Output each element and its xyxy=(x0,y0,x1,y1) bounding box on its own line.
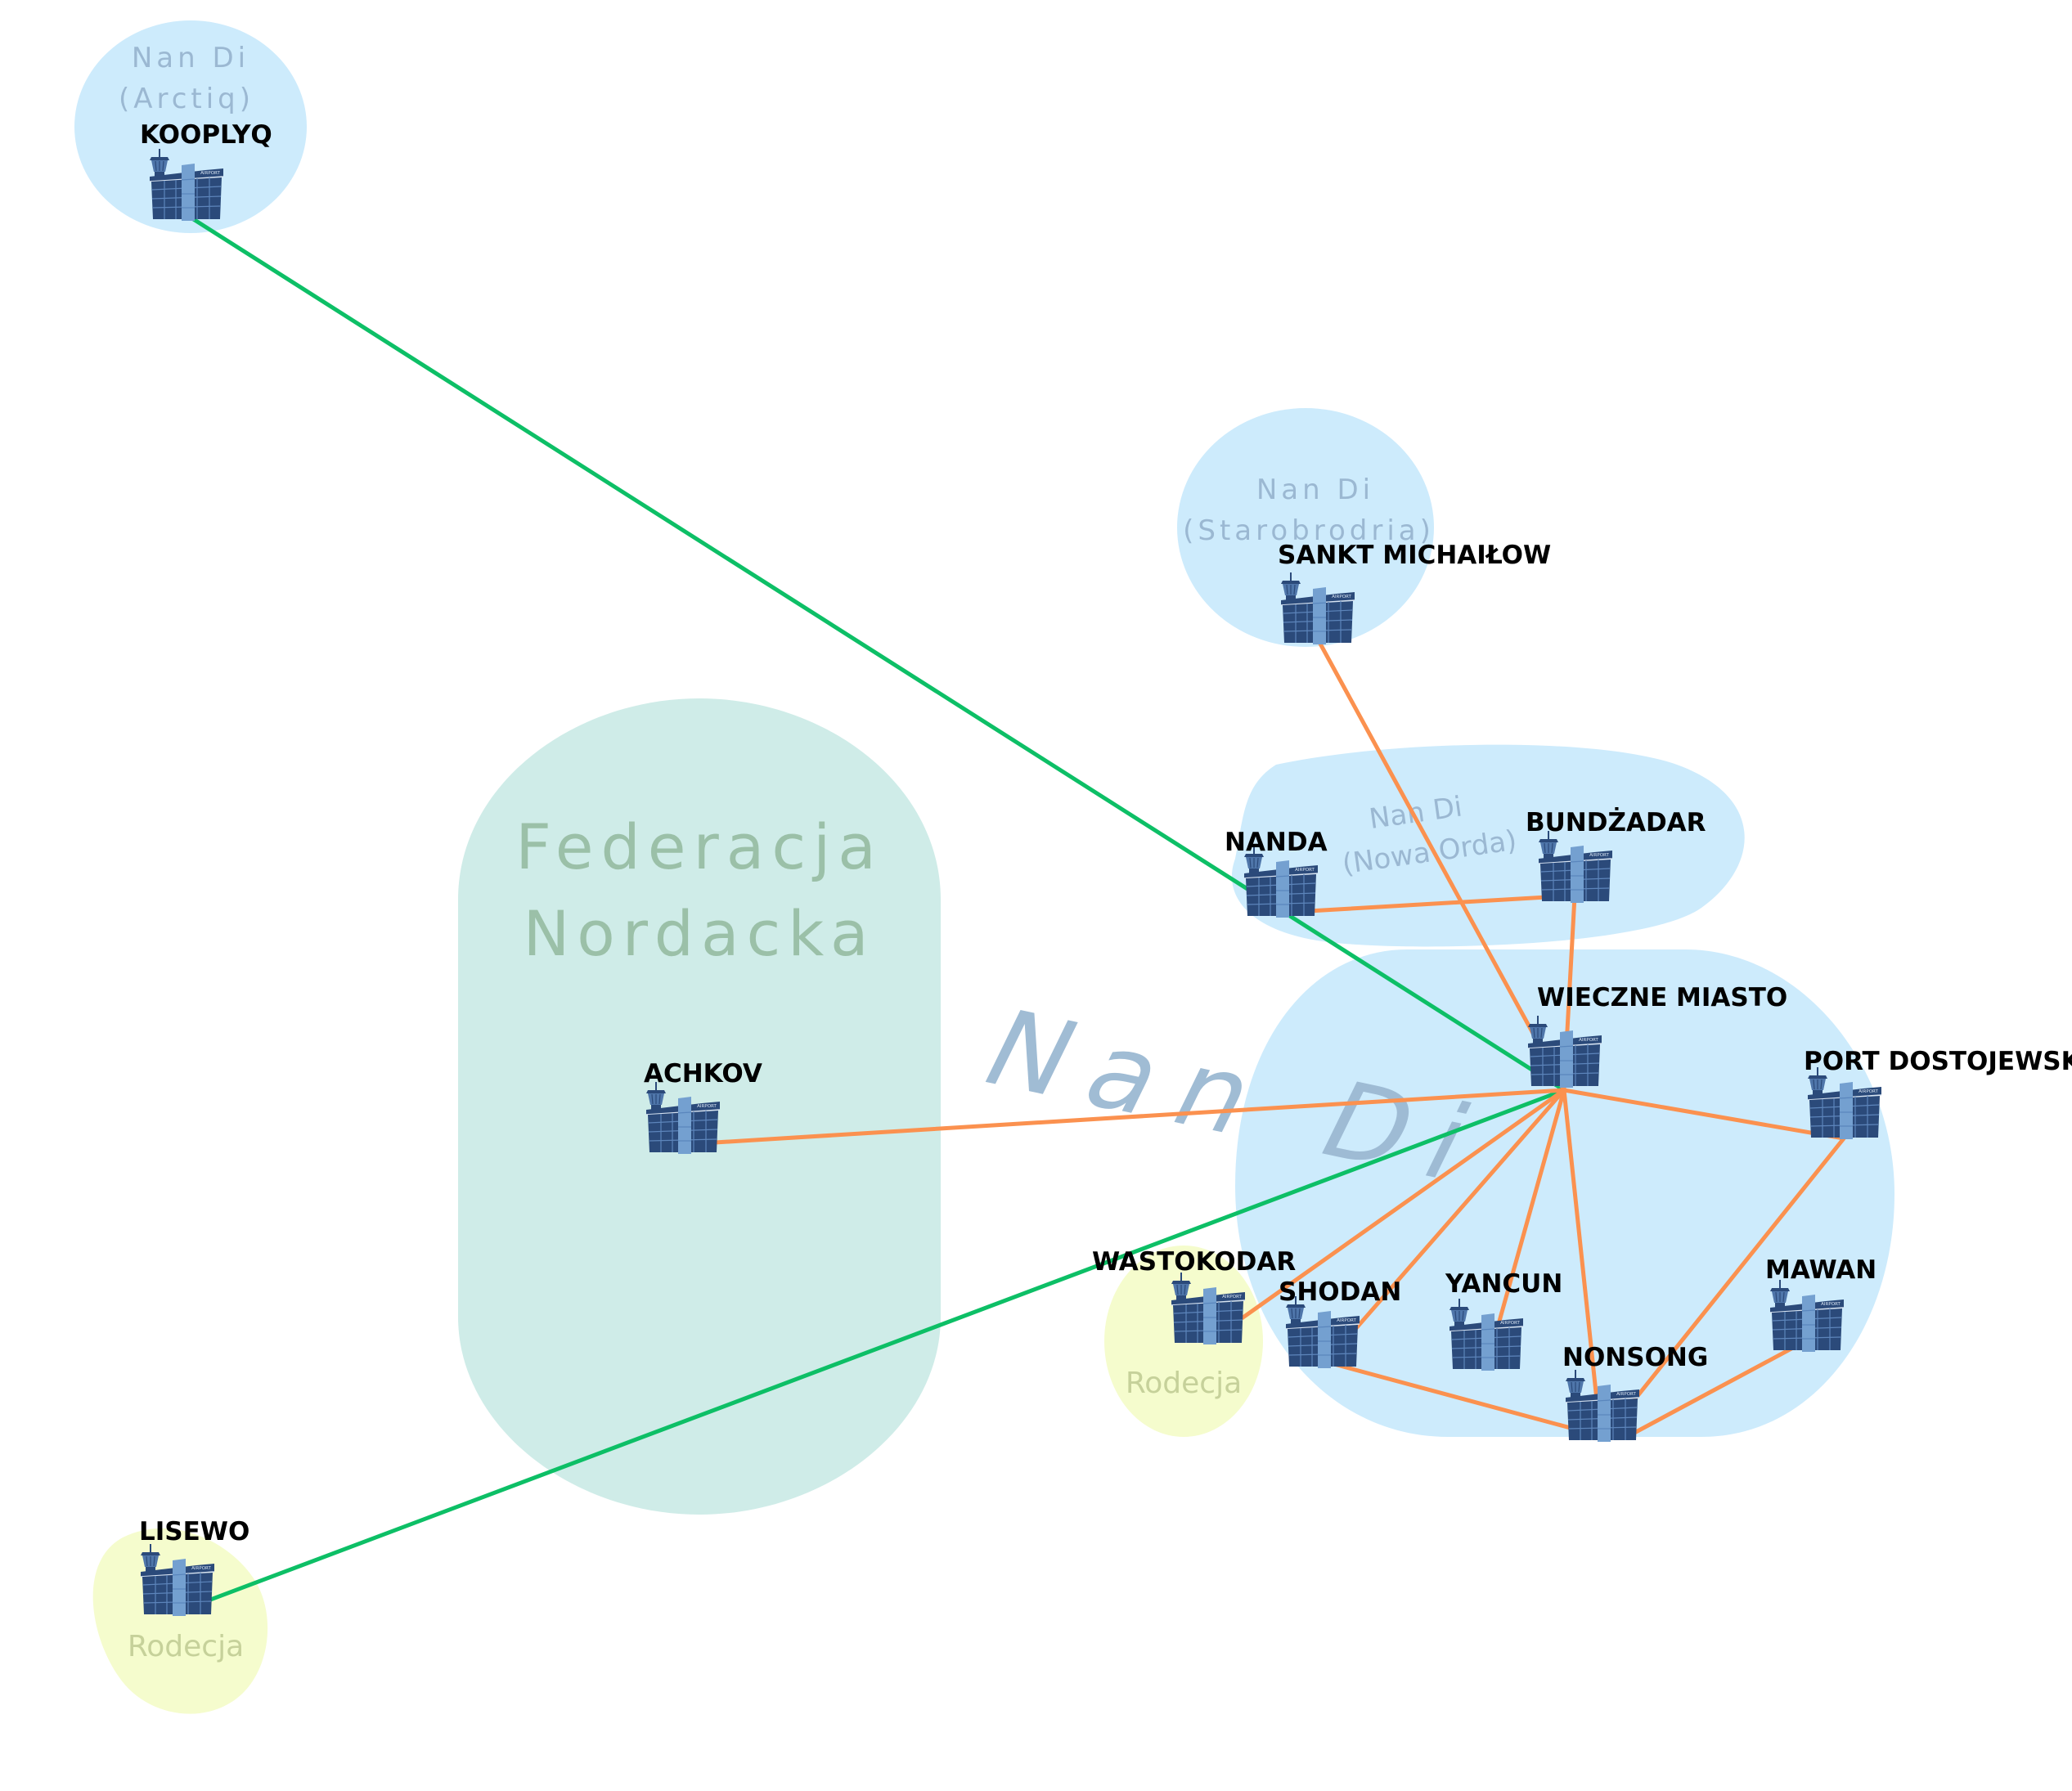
airport-wieczne-miasto[interactable]: WIECZNE MIASTO xyxy=(1527,983,1787,1089)
airport-bundzadar[interactable]: BUNDŻADAR xyxy=(1526,808,1706,904)
airport-label: YANCUN xyxy=(1445,1269,1562,1299)
route-wieczne-miasto-yancun xyxy=(1494,1088,1566,1332)
airport-kooplyq[interactable]: KOOPLYQ xyxy=(140,120,272,222)
region-label-federacja-line2: Nordacka xyxy=(523,897,875,970)
region-label-rodecja-east: Rodecja xyxy=(1126,1367,1242,1400)
route-shodan-nonsong xyxy=(1319,1358,1591,1435)
airport-nanda[interactable]: NANDA xyxy=(1225,828,1328,918)
region-label-arctiq-line2: (Arctiq) xyxy=(119,83,254,115)
region-nan-di-arctiq xyxy=(74,20,307,233)
airport-label: ACHKOV xyxy=(644,1059,762,1089)
route-achkov-wieczne-miasto xyxy=(712,1088,1566,1145)
airport-label: WIECZNE MIASTO xyxy=(1537,983,1787,1012)
route-wieczne-miasto-nonsong xyxy=(1562,1088,1599,1403)
airports-layer: KOOPLYQ SANKT MICHAIŁOW NANDA BUNDŻADAR … xyxy=(139,120,2072,1617)
routes-layer xyxy=(183,212,1846,1604)
airport-label: NANDA xyxy=(1225,828,1328,857)
airport-label: SHODAN xyxy=(1279,1277,1401,1307)
airport-mawan[interactable]: MAWAN xyxy=(1765,1255,1876,1353)
route-mawan-nonsong xyxy=(1632,1340,1806,1435)
regions-layer xyxy=(74,20,1894,1714)
airport-label: MAWAN xyxy=(1765,1255,1876,1285)
airport-label: NONSONG xyxy=(1562,1343,1708,1372)
region-label-arctiq-line1: Nan Di xyxy=(132,42,249,74)
airport-label: LISEWO xyxy=(139,1517,249,1546)
airport-label: SANKT MICHAIŁOW xyxy=(1278,541,1551,570)
route-lisewo-wieczne-miasto xyxy=(204,1088,1566,1604)
airport-shodan[interactable]: SHODAN xyxy=(1279,1277,1401,1369)
region-nan-di-nowa-orda xyxy=(1231,744,1745,947)
airport-label: BUNDŻADAR xyxy=(1526,808,1706,837)
airport-sankt-michailow[interactable]: SANKT MICHAIŁOW xyxy=(1278,541,1551,645)
region-rodecja-west xyxy=(92,1528,268,1714)
airport-wastokodar[interactable]: WASTOKODAR xyxy=(1092,1247,1296,1345)
airport-label: KOOPLYQ xyxy=(140,120,272,150)
region-label-federacja-line1: Federacja xyxy=(515,810,883,883)
route-wieczne-miasto-port-dostojewsk xyxy=(1562,1088,1846,1141)
region-label-starobrodria-line2: (Starobrodria) xyxy=(1183,514,1435,547)
airport-port-dostojewsk[interactable]: PORT DOSTOJEWSK xyxy=(1804,1047,2072,1140)
airport-label: PORT DOSTOJEWSK xyxy=(1804,1047,2072,1076)
route-kooplyq-wieczne-miasto xyxy=(183,212,1566,1093)
region-label-rodecja-west: Rodecja xyxy=(128,1630,244,1663)
airport-label: WASTOKODAR xyxy=(1092,1247,1296,1277)
route-sankt-michailow-wieczne-miasto xyxy=(1314,634,1566,1093)
region-nan-di xyxy=(1235,949,1894,1437)
region-nan-di-starobrodria xyxy=(1177,408,1434,647)
airport-achkov[interactable]: ACHKOV xyxy=(644,1059,762,1155)
route-wieczne-miasto-wastokodar xyxy=(1239,1088,1566,1321)
route-wieczne-miasto-shodan xyxy=(1354,1088,1566,1331)
route-nanda-bundzadar xyxy=(1306,893,1577,913)
airport-lisewo[interactable]: LISEWO xyxy=(139,1517,249,1617)
airport-yancun[interactable]: YANCUN xyxy=(1445,1269,1562,1371)
route-port-dostojewsk-nonsong xyxy=(1631,1136,1846,1403)
airport-nonsong[interactable]: NONSONG xyxy=(1562,1343,1708,1443)
region-label-starobrodria-line1: Nan Di xyxy=(1256,474,1374,506)
